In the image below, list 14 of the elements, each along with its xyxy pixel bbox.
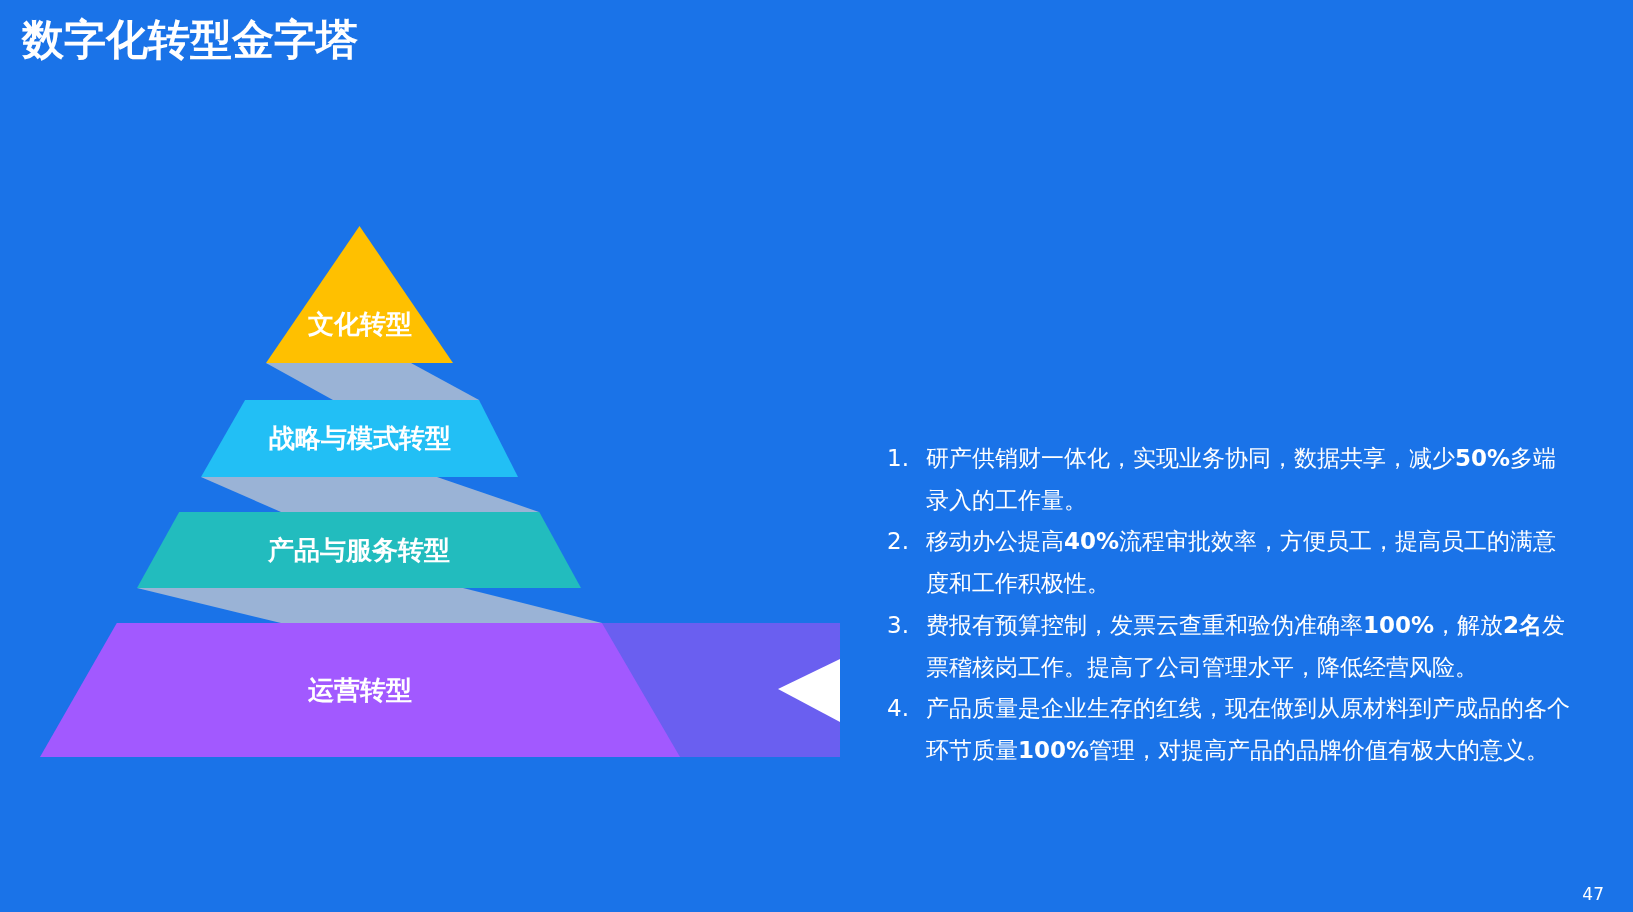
pyramid-tier: 文化转型 xyxy=(266,226,453,363)
list-text: 移动办公提高40%流程审批效率，方便员工，提高员工的满意度和工作积极性。 xyxy=(926,527,1558,599)
list-number: 1. xyxy=(887,444,909,473)
title: 数字化转型金字塔 xyxy=(22,14,358,66)
pyramid-tier: 战略与模式转型 xyxy=(201,400,518,477)
list-number: 4. xyxy=(887,694,909,724)
list-text: 费报有预算控制，发票云查重和验伪准确率100%，解放2名发票稽核岗工作。提高了公司管理水平，降低经营风险。 xyxy=(926,610,1567,682)
pyramid-tier: 运营转型 xyxy=(40,623,680,757)
page-number: 47 xyxy=(1581,884,1604,904)
list-text: 产品质量是企业生存的红线，现在做到从原材料到产成品的各个环节质量100%管理，对提高产品的品牌价值有极大的意义。 xyxy=(926,694,1571,765)
list-number: 3. xyxy=(887,610,909,640)
pyramid-tier: 产品与服务转型 xyxy=(137,512,581,588)
list-number: 2. xyxy=(887,527,909,557)
list-text: 研产供销财一体化，实现业务协同，数据共享，减少50%多端录入的工作量。 xyxy=(926,444,1558,515)
